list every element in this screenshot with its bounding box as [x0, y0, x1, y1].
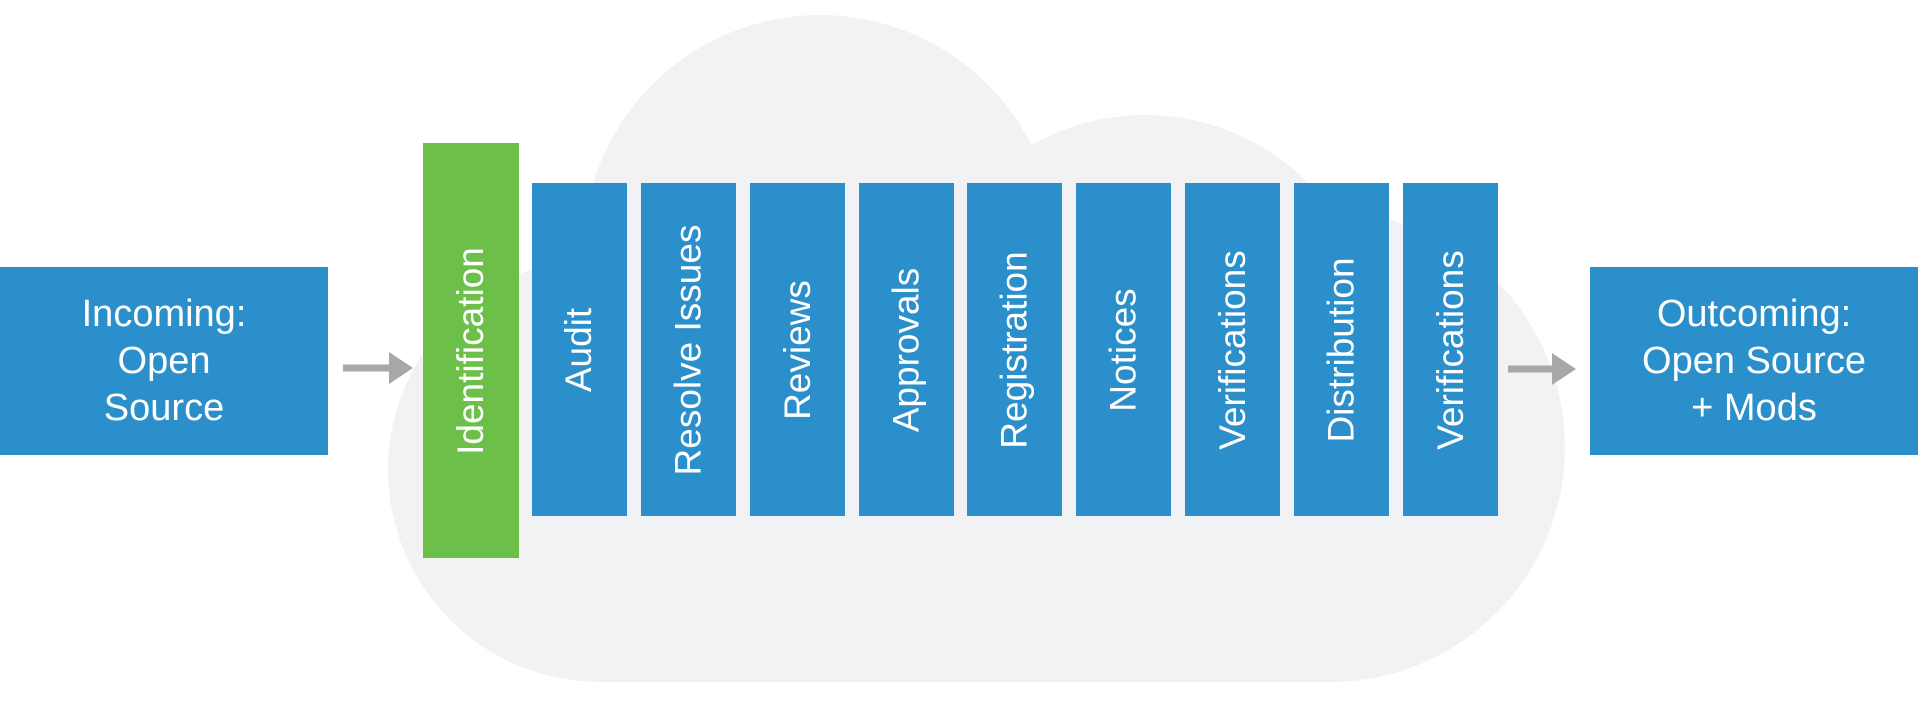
outcoming-box: Outcoming: Open Source + Mods [1590, 267, 1918, 455]
stage-bar-verifications: Verifications [1185, 183, 1280, 516]
identification-bar-label: Identification [450, 246, 491, 455]
stage-bar-reviews: Reviews [750, 183, 845, 516]
stage-bar-resolve-issues: Resolve Issues [641, 183, 736, 516]
stage-bar-distribution: Distribution [1294, 183, 1389, 516]
right-arrow-icon [343, 352, 413, 384]
stage-bar-notices: Notices [1076, 183, 1171, 516]
right-arrow-icon [1508, 353, 1576, 385]
incoming-box-line: Incoming: [81, 292, 247, 335]
stage-bar-label: Resolve Issues [667, 224, 709, 475]
stage-bar-label: Audit [558, 307, 600, 392]
incoming-box-line: Source [103, 386, 225, 429]
identification-bar: Identification [423, 143, 519, 558]
stage-bar-label: Notices [1102, 287, 1144, 412]
stage-bar-label: Reviews [776, 279, 818, 420]
incoming-box: Incoming: Open Source [0, 267, 328, 455]
stage-bar-audit: Audit [532, 183, 627, 516]
stage-bar-label: Approvals [885, 267, 927, 432]
outcoming-box-line: + Mods [1691, 386, 1817, 429]
stage-bar-approvals: Approvals [859, 183, 954, 516]
incoming-box-line: Open [117, 339, 211, 382]
stage-bar-registration: Registration [967, 183, 1062, 516]
stage-bar-verifications-2: Verifications [1403, 183, 1498, 516]
outcoming-box-line: Open Source [1642, 339, 1866, 382]
stage-bar-label: Distribution [1320, 256, 1362, 443]
stage-bar-label: Verifications [1429, 249, 1471, 450]
outcoming-box-line: Outcoming: [1656, 292, 1852, 335]
stage-bar-label: Registration [993, 250, 1035, 449]
stage-bar-label: Verifications [1211, 249, 1253, 450]
